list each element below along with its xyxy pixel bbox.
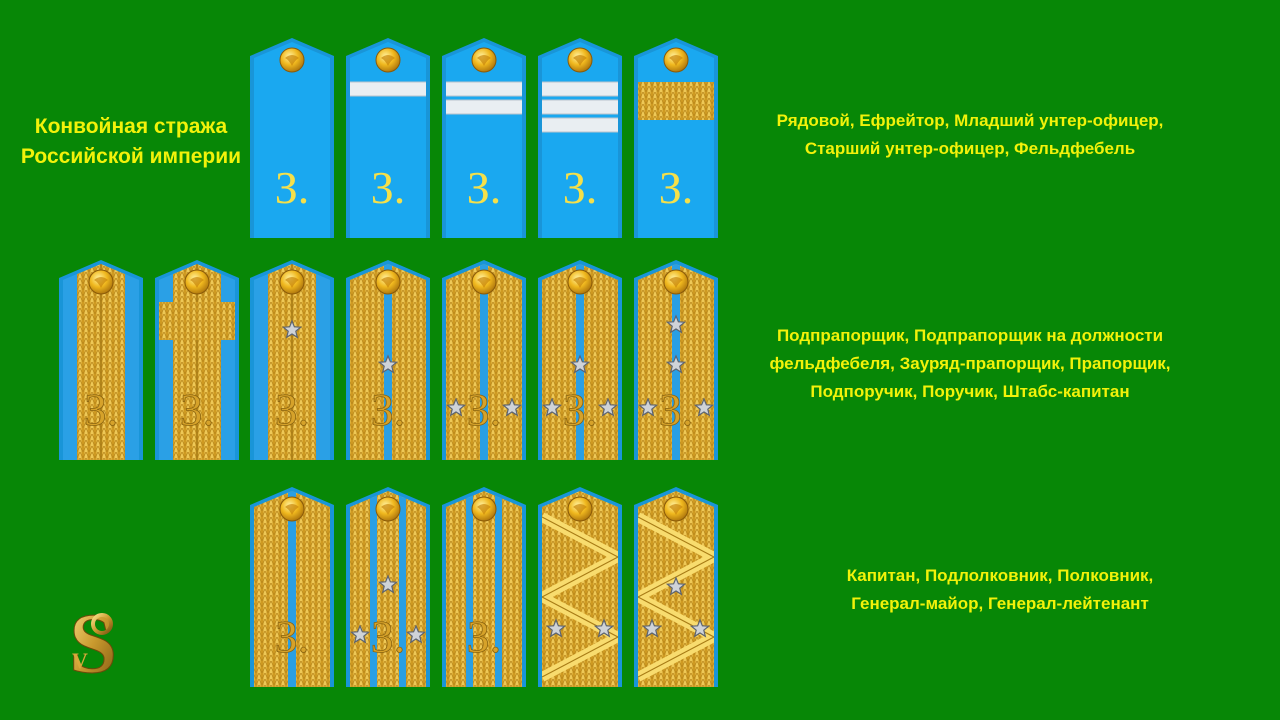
lumen	[480, 264, 488, 460]
epaulette: З.	[250, 260, 334, 460]
lumen	[288, 491, 296, 687]
epaulette: З.	[538, 260, 622, 460]
page-title: Конвойная стража Российской империи	[18, 112, 244, 172]
star-icon	[445, 397, 467, 417]
star-icon	[501, 397, 523, 417]
epaulette	[634, 487, 718, 687]
epaulette: З.	[634, 260, 718, 460]
star-icon	[665, 354, 687, 374]
caption-line: Старший унтер-офицер, Фельдфебель	[804, 139, 1136, 158]
star-icon	[545, 618, 567, 638]
star-icon	[541, 397, 563, 417]
star-icon	[593, 618, 615, 638]
star-icon	[597, 397, 619, 417]
star-icon	[665, 576, 687, 596]
rank-caption-senior-officers: Капитан, Подлолковник, Полковник, Генера…	[800, 562, 1200, 618]
lumen	[399, 491, 406, 687]
cipher-letter: З.	[371, 384, 406, 435]
cipher-letter: З.	[563, 162, 598, 213]
epaulette: З.	[346, 487, 430, 687]
cipher-letter: З.	[84, 384, 119, 435]
cipher-letter: З.	[467, 384, 502, 435]
galloon-stripe	[542, 81, 618, 97]
galloon-stripe	[542, 99, 618, 115]
logo-letter-o	[91, 613, 113, 635]
epaulette: З.	[442, 260, 526, 460]
star-icon	[693, 397, 715, 417]
galloon-stripe	[542, 117, 618, 133]
cipher-letter: З.	[371, 611, 406, 662]
star-icon	[349, 624, 371, 644]
galloon-stripe	[446, 81, 522, 97]
galloon-field	[446, 491, 522, 687]
star-icon	[689, 618, 711, 638]
sov-logo: S V	[69, 598, 118, 680]
galloon-stripe	[350, 81, 426, 97]
logo-letter-v: V	[72, 648, 88, 673]
epaulette: З.	[250, 38, 334, 238]
rank-caption-enlisted: Рядовой, Ефрейтор, Младший унтер-офицер,…	[740, 107, 1200, 163]
star-icon	[637, 397, 659, 417]
star-icon	[641, 618, 663, 638]
caption-line: фельдфебеля, Зауряд-прапорщик, Прапорщик…	[769, 354, 1171, 373]
epaulette: З.	[442, 38, 526, 238]
star-icon	[665, 314, 687, 334]
galloon-stripe	[446, 99, 522, 115]
epaulette: З.	[250, 487, 334, 687]
cipher-letter: З.	[275, 611, 310, 662]
epaulette: З.	[442, 487, 526, 687]
lumen	[466, 491, 473, 687]
logo-letter-s: S	[69, 598, 117, 680]
cipher-letter: З.	[371, 162, 406, 213]
cipher-letter: З.	[659, 162, 694, 213]
star-icon	[377, 574, 399, 594]
epaulette: З.	[634, 38, 718, 238]
epaulette: З.	[538, 38, 622, 238]
cipher-letter: З.	[467, 611, 502, 662]
galloon-stripe	[638, 82, 714, 120]
epaulette	[538, 487, 622, 687]
star-icon	[569, 354, 591, 374]
cipher-letter: З.	[275, 384, 310, 435]
title-line-2: Российской империи	[20, 145, 242, 168]
title-line-1: Конвойная стража	[34, 115, 228, 138]
lumen	[370, 491, 377, 687]
lumen	[495, 491, 502, 687]
epaulette: З.	[155, 260, 239, 460]
caption-line: Генерал-майор, Генерал-лейтенант	[851, 594, 1149, 613]
star-icon	[281, 319, 303, 339]
star-icon	[405, 624, 427, 644]
epaulette: З.	[59, 260, 143, 460]
epaulette: З.	[346, 260, 430, 460]
cipher-letter: З.	[563, 384, 598, 435]
cipher-letter: З.	[659, 384, 694, 435]
epaulette: З.	[346, 38, 430, 238]
epaulette-field	[254, 42, 330, 238]
cipher-letter: З.	[180, 384, 215, 435]
star-icon	[377, 354, 399, 374]
caption-line: Рядовой, Ефрейтор, Младший унтер-офицер,	[776, 111, 1164, 130]
caption-line: Подпоручик, Поручик, Штабс-капитан	[810, 382, 1130, 401]
galloon-stripe	[159, 302, 235, 340]
cipher-letter: З.	[467, 162, 502, 213]
caption-line: Капитан, Подлолковник, Полковник,	[846, 566, 1154, 585]
caption-line: Подпрапорщик, Подпрапорщик на должности	[776, 326, 1164, 345]
rank-caption-junior-officers: Подпрапорщик, Подпрапорщик на должности …	[740, 322, 1200, 406]
cipher-letter: З.	[275, 162, 310, 213]
